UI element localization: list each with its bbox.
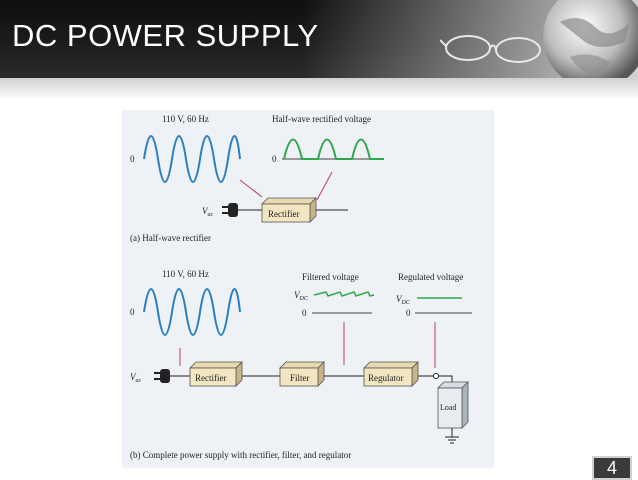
a-zero-left: 0 bbox=[130, 154, 135, 164]
b-load-box: Load bbox=[437, 381, 469, 429]
b-regulated-label: Regulated voltage bbox=[398, 272, 463, 282]
a-plug-icon bbox=[222, 203, 262, 217]
page-number: 4 bbox=[592, 456, 632, 480]
a-probe-input bbox=[239, 179, 263, 198]
a-rectifier-box: Rectifier bbox=[261, 197, 317, 223]
b-zero-left: 0 bbox=[130, 307, 135, 317]
power-supply-figure: 110 V, 60 Hz Half-wave rectified voltage… bbox=[122, 110, 494, 468]
a-vac-label: Vac bbox=[202, 206, 214, 218]
a-input-sine-wave bbox=[143, 135, 241, 183]
header-shadow bbox=[0, 78, 638, 100]
b-output-node bbox=[433, 373, 439, 379]
b-filter-label: Filter bbox=[290, 373, 310, 383]
globe-icon bbox=[543, 0, 638, 78]
a-caption: (a) Half-wave rectifier bbox=[130, 233, 211, 243]
a-probe-output bbox=[316, 171, 333, 201]
b-vdc-filtered-label: VDC bbox=[294, 290, 309, 302]
b-load-label: Load bbox=[440, 403, 456, 412]
b-zero-regulated: 0 bbox=[406, 308, 411, 318]
b-input-sine-wave bbox=[143, 288, 241, 336]
b-caption: (b) Complete power supply with rectifier… bbox=[130, 450, 351, 460]
a-input-label: 110 V, 60 Hz bbox=[162, 114, 209, 124]
b-filter-box: Filter bbox=[279, 361, 325, 387]
a-output-label: Half-wave rectified voltage bbox=[272, 114, 371, 124]
b-vac-label: Vac bbox=[130, 372, 142, 384]
b-filtered-wave bbox=[313, 291, 375, 297]
b-regulator-box: Regulator bbox=[363, 361, 419, 387]
slide-title: DC POWER SUPPLY bbox=[12, 18, 319, 53]
a-zero-right: 0 bbox=[272, 154, 277, 164]
slide-header: DC POWER SUPPLY bbox=[0, 0, 638, 78]
a-rectifier-label: Rectifier bbox=[268, 209, 299, 219]
ground-icon bbox=[445, 428, 459, 444]
b-rectifier-label: Rectifier bbox=[195, 373, 226, 383]
b-regulator-label: Regulator bbox=[368, 373, 404, 383]
b-plug-icon bbox=[154, 369, 170, 383]
glasses-icon bbox=[440, 35, 541, 63]
b-input-label: 110 V, 60 Hz bbox=[162, 269, 209, 279]
b-filtered-label: Filtered voltage bbox=[302, 272, 359, 282]
b-zero-filtered: 0 bbox=[302, 308, 307, 318]
a-halfwave-wave bbox=[283, 138, 384, 160]
b-vdc-regulated-label: VDC bbox=[396, 294, 411, 306]
b-rectifier-box: Rectifier bbox=[189, 361, 243, 387]
